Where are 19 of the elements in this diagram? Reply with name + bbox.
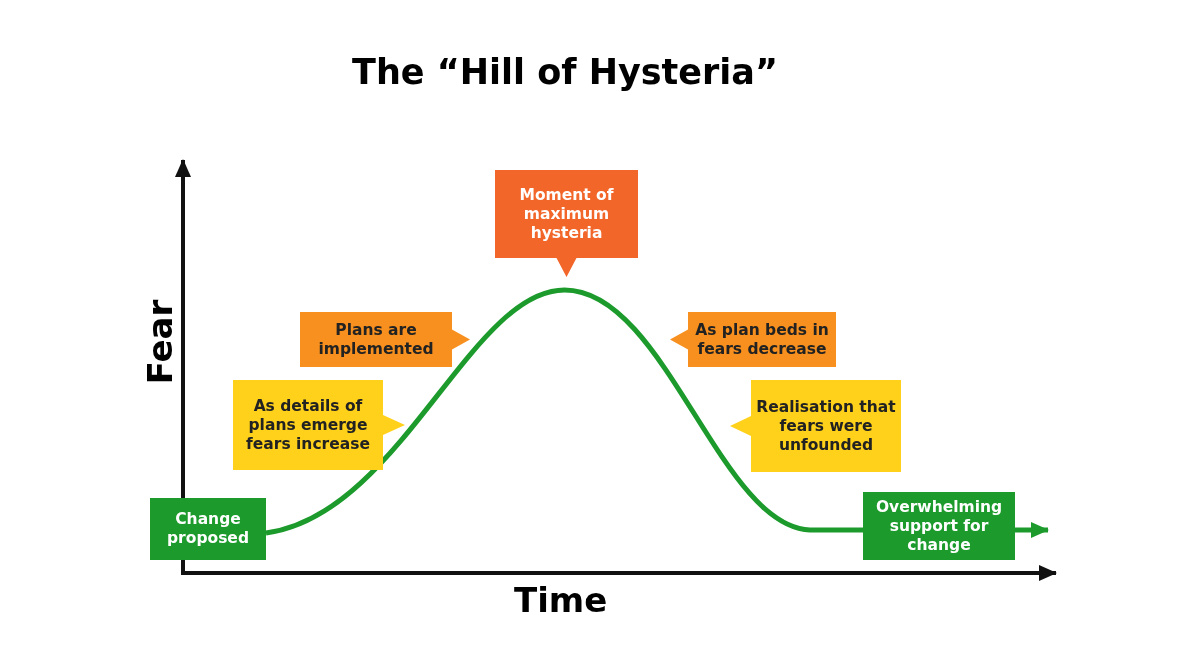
callout-box <box>233 380 405 470</box>
callout-text: Plans are implemented <box>317 320 435 359</box>
axis-title: Fear <box>140 299 181 385</box>
callout-text: Moment of maximum hysteria <box>518 185 615 243</box>
callout-box <box>670 312 836 367</box>
callout-text: Realisation that fears were unfounded <box>755 397 897 455</box>
callout-text: As plan beds in fears decrease <box>694 320 830 359</box>
arrow <box>1015 522 1049 538</box>
callout-box <box>495 170 638 277</box>
axis-title: Time <box>514 580 608 620</box>
curve-line <box>265 287 863 536</box>
callout-box <box>730 380 901 472</box>
callout-text: Overwhelming support for change <box>874 497 1004 555</box>
callout-text: Change proposed <box>166 510 250 548</box>
label-box <box>863 492 1015 560</box>
chart-title: The “Hill of Hysteria” <box>351 52 779 92</box>
callout-box <box>300 312 470 367</box>
callout-text: As details of plans emerge fears increase <box>245 396 371 454</box>
label-box <box>150 498 266 560</box>
